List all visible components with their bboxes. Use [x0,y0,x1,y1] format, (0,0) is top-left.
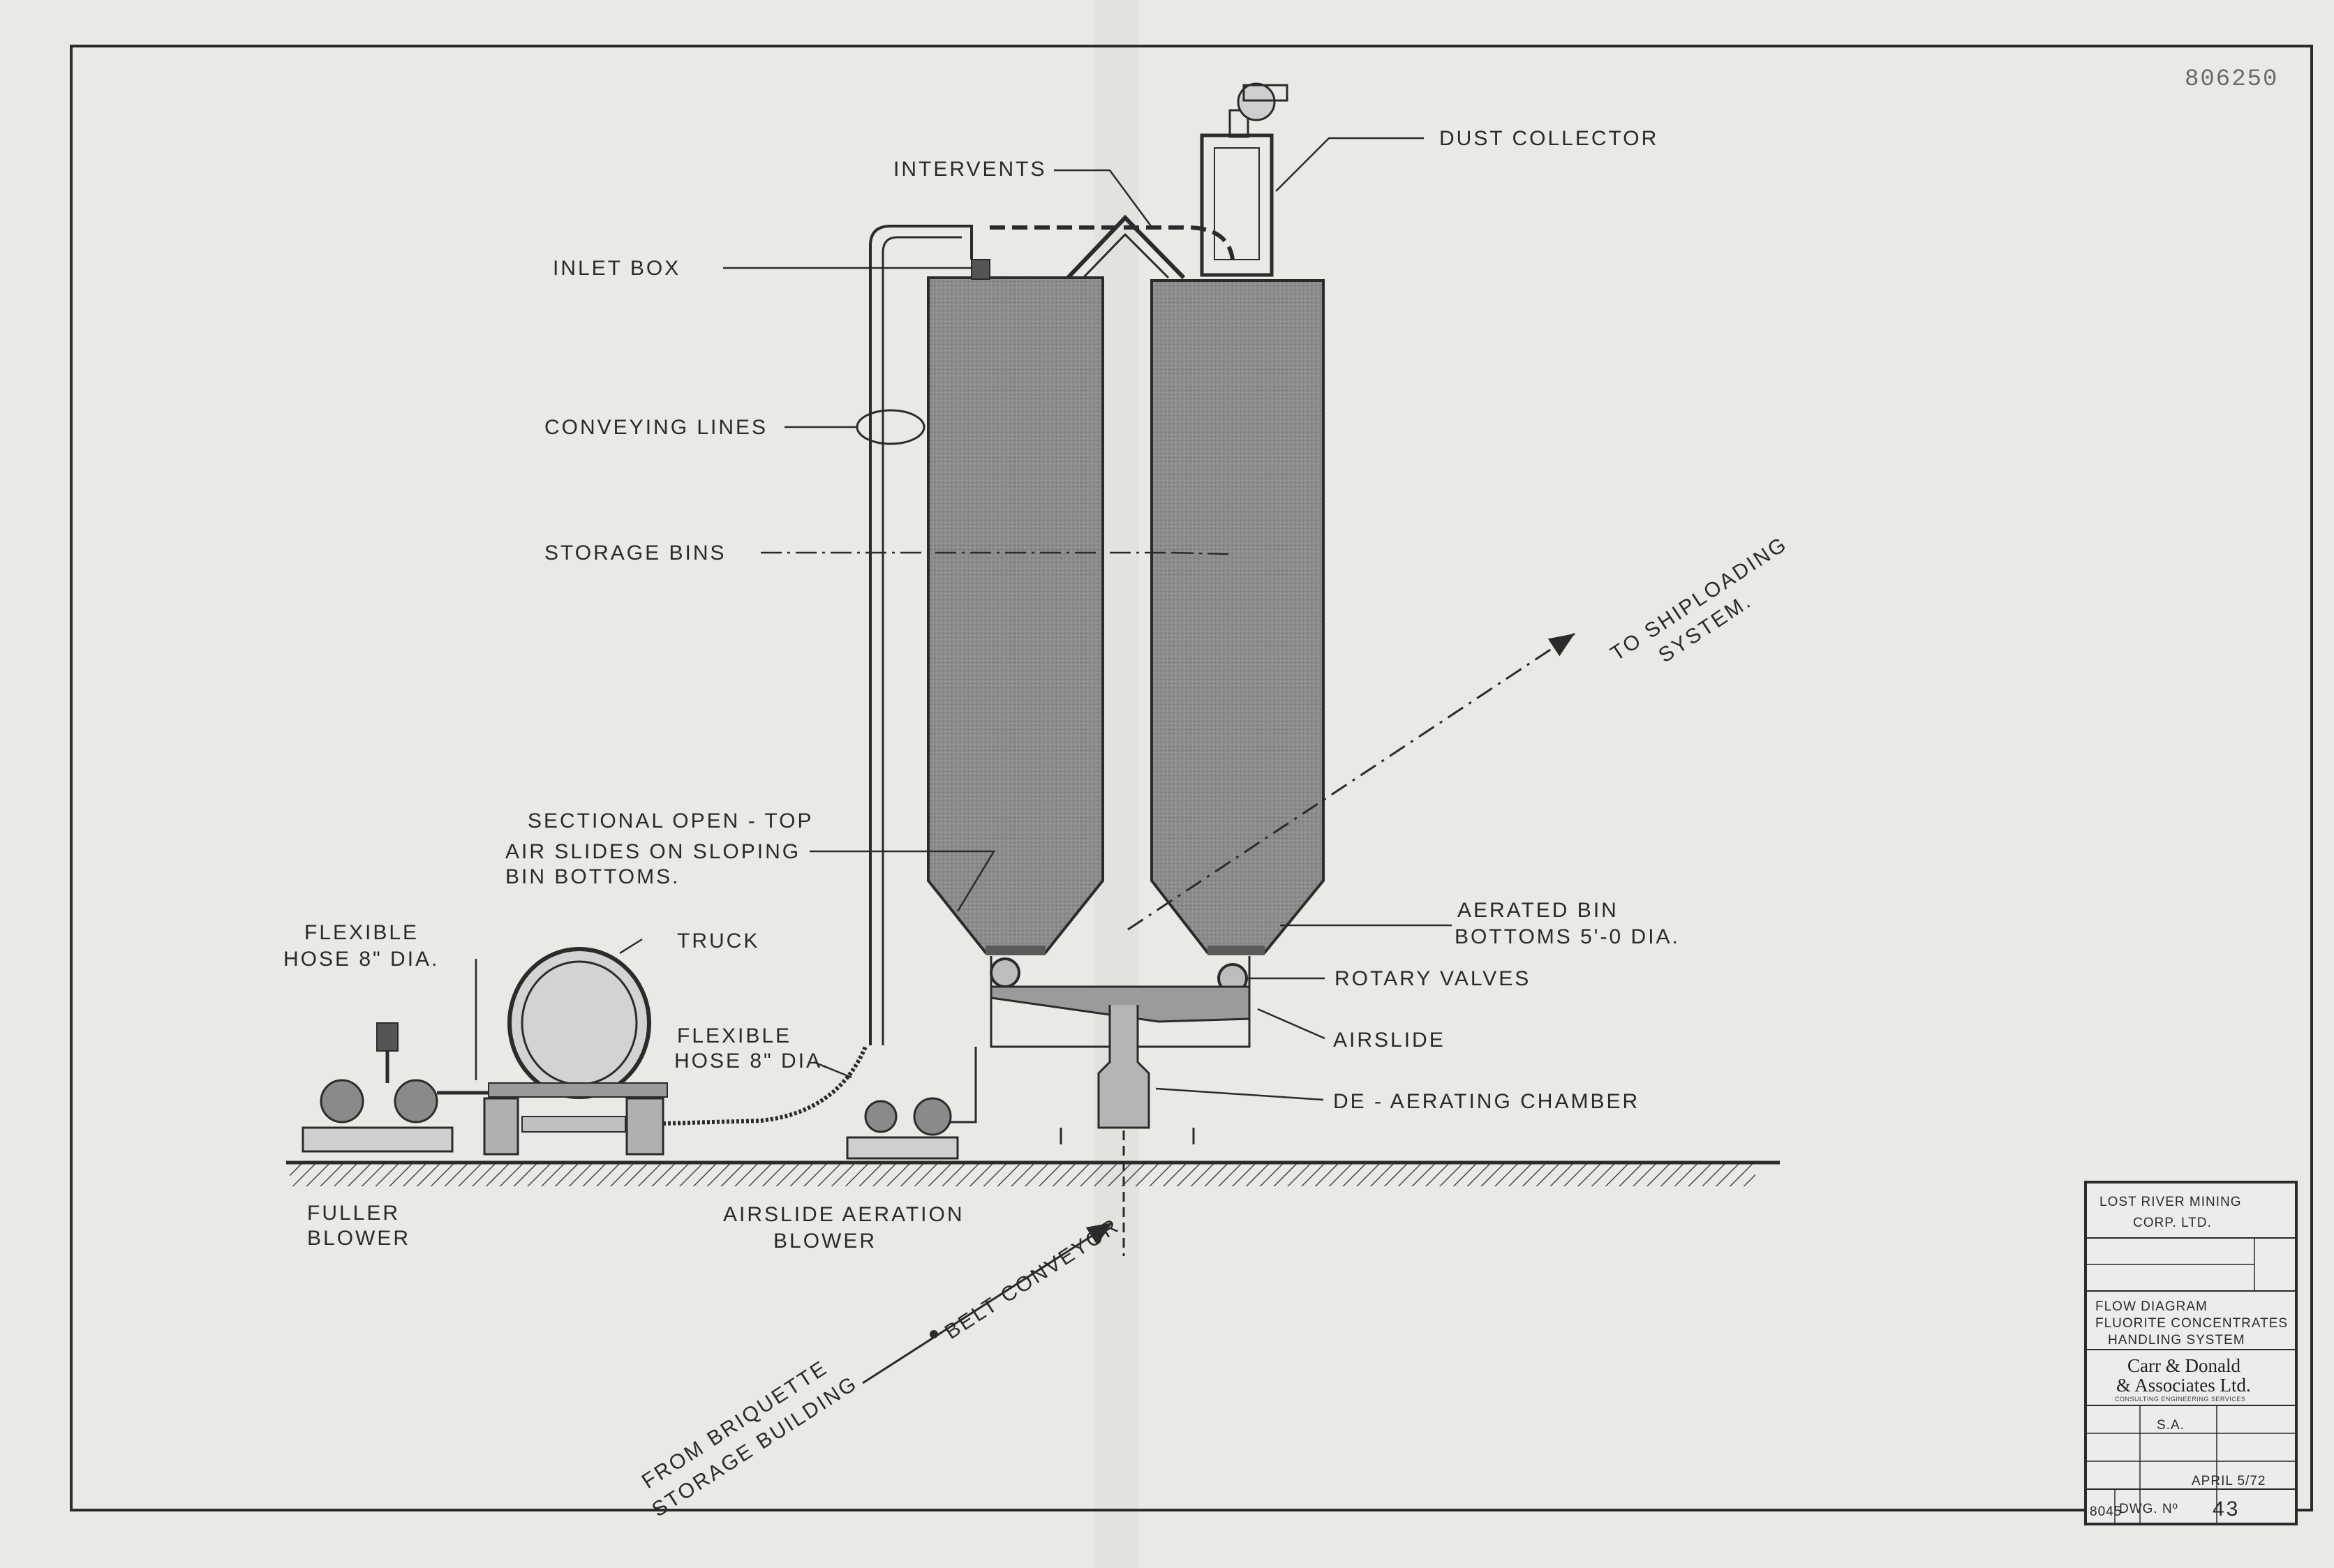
truck [483,947,668,1156]
label-inlet-box: INLET BOX [553,257,681,280]
tb-title-2: FLUORITE CONCENTRATES [2095,1316,2288,1331]
belt-conveyor [862,1130,1125,1384]
label-hose-mid: FLEXIBLE HOSE 8" DIA. [674,1024,830,1073]
intervents [1066,214,1186,280]
svg-text:AIRSLIDE AERATION: AIRSLIDE AERATION [723,1203,965,1226]
label-aeration-blower: AIRSLIDE AERATION BLOWER [723,1203,965,1253]
leader-lines [475,137,1452,1101]
tb-dwg-label: DWG. Nº [2119,1502,2178,1516]
dust-collector [1200,82,1288,277]
tb-title-1: FLOW DIAGRAM [2095,1299,2208,1314]
de-aerating-chamber [1060,1005,1195,1144]
label-hose-left: FLEXIBLE HOSE 8" DIA. [283,921,439,971]
label-air-slides: SECTIONAL OPEN - TOP AIR SLIDES ON SLOPI… [505,809,814,888]
label-rotary-valves: ROTARY VALVES [1335,967,1531,990]
svg-text:BLOWER: BLOWER [307,1227,410,1250]
storage-bin-right [1150,279,1325,955]
svg-text:AIR SLIDES ON SLOPING: AIR SLIDES ON SLOPING [505,840,801,863]
ground-line [286,1160,1780,1186]
label-dust-collector: DUST COLLECTOR [1439,127,1658,150]
label-de-aerating: DE - AERATING CHAMBER [1333,1090,1640,1113]
tb-client-1: LOST RIVER MINING [2099,1195,2242,1209]
rotary-valve-left [990,957,1020,988]
label-aerated-bin: AERATED BIN BOTTOMS 5'-0 DIA. [1455,899,1680,948]
svg-text:BOTTOMS 5'-0 DIA.: BOTTOMS 5'-0 DIA. [1455,925,1680,948]
svg-text:HOSE 8" DIA.: HOSE 8" DIA. [674,1050,830,1073]
tb-title-3: HANDLING SYSTEM [2108,1333,2245,1347]
storage-bin-left [927,259,1104,955]
fuller-blower [302,1022,489,1153]
svg-text:FLEXIBLE: FLEXIBLE [677,1024,791,1047]
tb-drawn-by: S.A. [2157,1418,2185,1433]
label-fuller-blower: FULLER BLOWER [307,1202,410,1250]
svg-text:FULLER: FULLER [307,1202,400,1225]
svg-text:SECTIONAL OPEN - TOP: SECTIONAL OPEN - TOP [528,809,814,832]
svg-text:BLOWER: BLOWER [773,1230,877,1253]
label-conveying-lines: CONVEYING LINES [544,416,768,439]
tb-dwg-no: 43 [2213,1498,2240,1521]
label-airslide: AIRSLIDE [1333,1029,1445,1052]
title-block: LOST RIVER MINING CORP. LTD. FLOW DIAGRA… [2084,1181,2298,1525]
svg-text:AERATED BIN: AERATED BIN [1457,899,1619,922]
drawing-border [70,45,2313,1511]
aeration-blower [846,1097,959,1160]
svg-text:HOSE 8" DIA.: HOSE 8" DIA. [283,948,439,971]
svg-text:BIN BOTTOMS.: BIN BOTTOMS. [505,865,680,888]
tb-client-2: CORP. LTD. [2133,1216,2212,1230]
label-intervents: INTERVENTS [893,158,1046,181]
flexible-hose-mid [662,1045,868,1126]
tb-firm-1: Carr & Donald [2127,1355,2240,1376]
tb-firm-2: & Associates Ltd. [2116,1375,2251,1396]
tb-job-no: 8045 [2090,1504,2122,1519]
tb-date: APRIL 5/72 [2192,1474,2266,1488]
tb-firm-sub: CONSULTING ENGINEERING SERVICES [2115,1396,2245,1403]
label-storage-bins: STORAGE BINS [544,542,727,565]
svg-text:FLEXIBLE: FLEXIBLE [304,921,419,944]
shiploading-arrow [1127,632,1575,931]
label-truck: TRUCK [677,929,759,953]
stamp-number: 806250 [2185,66,2278,93]
